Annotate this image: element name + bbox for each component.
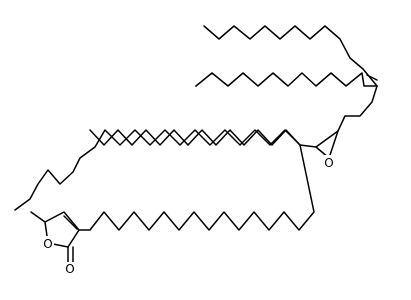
ring-double-bond (63, 215, 78, 230)
ring-oxygen-label: O (43, 237, 52, 251)
cis-double-bond-inner (366, 74, 378, 81)
alkyl-chain-main (89, 129, 301, 146)
ring-side-chain (78, 144, 315, 231)
upper-alkyl-chain (195, 72, 378, 87)
epoxide-oxygen-label: O (324, 156, 333, 170)
epoxide-oxygen-bg (323, 155, 335, 169)
carbonyl-oxygen-bg (64, 262, 76, 276)
cis-double-bond (362, 68, 378, 87)
top-chain (203, 25, 364, 70)
carbonyl-oxygen-label: O (65, 262, 74, 276)
methyl-bond (30, 211, 46, 223)
ring-oxygen-bg (42, 236, 54, 250)
middle-alkyl-chain (14, 129, 317, 211)
lactone-ring (44, 211, 80, 248)
alkene-to-epoxide-chain (337, 85, 378, 132)
epoxide-ring (315, 130, 339, 159)
